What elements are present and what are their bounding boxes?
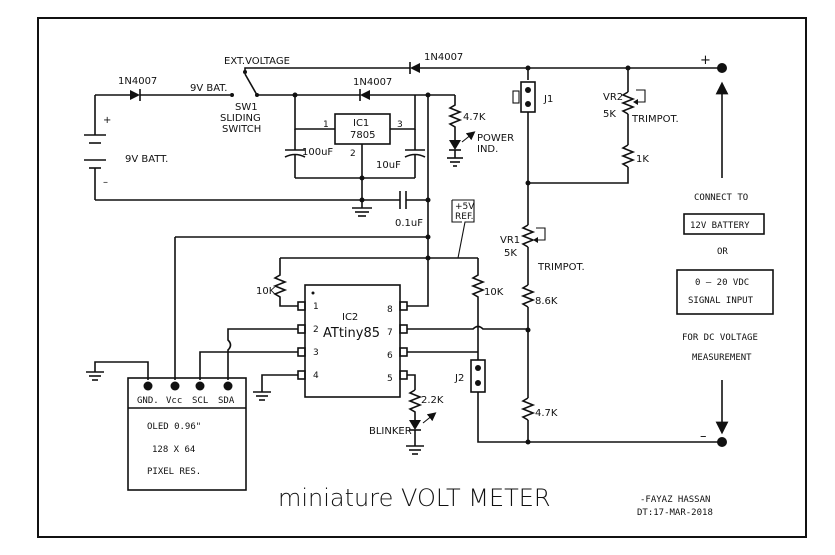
- jumper-j1: J1: [512, 81, 553, 113]
- signal-box: [676, 269, 774, 315]
- diode-1n4007-reg: 1N4007: [353, 77, 392, 101]
- vr1-name: VR1: [500, 235, 520, 246]
- r-blink-label: 2.2K: [421, 395, 444, 406]
- dc-label-2: MEASUREMENT: [692, 353, 752, 363]
- ic2-name: IC2: [342, 312, 358, 323]
- ref-label-2: REF.: [455, 212, 474, 222]
- signal-label-1: 0 – 20 VDC: [695, 278, 749, 288]
- r-led-label: 4.7K: [463, 112, 486, 123]
- diode-reg-label: 1N4007: [353, 77, 392, 88]
- ic2-pin-5: 5: [387, 374, 393, 384]
- terminal-plus: [717, 63, 727, 73]
- battery-box-label: 12V BATTERY: [690, 221, 750, 231]
- sw-type-label-1: SLIDING: [220, 113, 261, 124]
- author-label: -FAYAZ HASSAN: [640, 495, 710, 505]
- diode-ext-label: 1N4007: [424, 52, 463, 63]
- drawing-frame: [37, 17, 807, 538]
- r-10k-left-label: 10K: [256, 286, 276, 297]
- ic2-pin-7: 7: [387, 328, 393, 338]
- oled-pin-scl: SCL: [192, 396, 208, 406]
- oled-line-2: 128 X 64: [152, 445, 195, 455]
- trimpot-vr1: VR1 5K TRIMPOT.: [500, 224, 585, 273]
- ic2-part: ATtiny85: [323, 326, 380, 341]
- cap-in-label: 100uF: [302, 147, 333, 158]
- r-86k-label: 8.6K: [535, 296, 558, 307]
- terminal-minus: [717, 437, 727, 447]
- sw-type-label-2: SWITCH: [222, 124, 261, 135]
- battery-plus-label: +: [103, 115, 111, 126]
- or-label: OR: [717, 247, 728, 257]
- ic2-pin-1: 1: [313, 302, 319, 312]
- ic2-pin-2: 2: [313, 325, 319, 335]
- battery-box: [683, 213, 765, 235]
- resistor-1k: 1K: [620, 144, 649, 168]
- oled-pin-vcc: Vcc: [166, 396, 182, 406]
- r-10k-right-label: 10K: [484, 287, 504, 298]
- date-label: DT:17-MAR-2018: [637, 508, 713, 518]
- ic1-name: IC1: [353, 118, 369, 129]
- diode-bat-label: 1N4007: [118, 76, 157, 87]
- oled-pin-sda: SDA: [218, 396, 235, 406]
- resistor-4-7k: 4.7K: [520, 397, 558, 421]
- ref-5v-flag: +5V REF.: [451, 199, 475, 259]
- ic1-pin2: 2: [350, 149, 356, 159]
- ic2-pin-8: 8: [387, 305, 393, 315]
- oled-module: GND. Vcc SCL SDA OLED 0.96" 128 X 64 PIX…: [127, 377, 247, 491]
- sw-name-label: SW1: [235, 102, 258, 113]
- ic2-pin-6: 6: [387, 351, 393, 361]
- cap-0-1uf: 0.1uF: [395, 191, 423, 229]
- switch-sw1: EXT.VOLTAGE SW1 SLIDING SWITCH: [220, 56, 290, 135]
- sw-ext-label: EXT.VOLTAGE: [224, 56, 290, 67]
- cap-100uf: 100uF: [284, 129, 333, 178]
- ic2-pin-3: 3: [313, 348, 319, 358]
- battery-minus-label: –: [103, 177, 108, 188]
- trimpot-vr2: VR2 5K TRIMPOT.: [603, 89, 679, 125]
- diode-1n4007-battery: 1N4007: [118, 76, 157, 101]
- vr2-name: VR2: [603, 92, 623, 103]
- ic1-pin3: 3: [397, 120, 403, 130]
- ground-ic2: [253, 374, 298, 401]
- dc-label-1: FOR DC VOLTAGE: [682, 333, 758, 343]
- ref-label-1: +5V: [455, 202, 475, 212]
- r-1k-label: 1K: [636, 154, 649, 165]
- sw-bat-label: 9V BAT.: [190, 83, 227, 94]
- vr2-type: TRIMPOT.: [631, 114, 679, 125]
- terminal-plus-label: +: [700, 53, 711, 68]
- resistor-10k-right: 10K: [470, 258, 504, 350]
- vr1-value: 5K: [504, 248, 517, 259]
- vr1-type: TRIMPOT.: [537, 262, 585, 273]
- ic2-pin-4: 4: [313, 371, 319, 381]
- cap-10uf: 10uF: [376, 129, 426, 178]
- vr2-value: 5K: [603, 109, 616, 120]
- battery-label: 9V BATT.: [125, 154, 168, 165]
- terminal-minus-label: –: [700, 429, 707, 444]
- oled-line-3: PIXEL RES.: [147, 467, 201, 477]
- ic1-pin1: 1: [323, 120, 329, 130]
- resistor-8-6k: 8.6K: [520, 284, 558, 308]
- blinker-led-branch: 2.2K BLINKER: [369, 389, 444, 455]
- signal-label-2: SIGNAL INPUT: [688, 296, 754, 306]
- power-led-label-2: IND.: [477, 144, 498, 155]
- jumper-j2: J2: [454, 359, 486, 393]
- ground-symbol-top: [352, 207, 372, 217]
- blinker-label: BLINKER: [369, 426, 412, 437]
- diagram-title: miniature VOLT METER: [278, 484, 551, 512]
- diode-1n4007-ext: 1N4007: [409, 52, 463, 74]
- battery-9v: + – 9V BATT.: [84, 95, 168, 200]
- oled-line-1: OLED 0.96": [147, 422, 201, 432]
- r-47k-label: 4.7K: [535, 408, 558, 419]
- cap-bypass-label: 0.1uF: [395, 218, 423, 229]
- ic1-7805: IC1 7805 1 3 2: [323, 113, 403, 159]
- resistor-10k-left: 10K: [256, 258, 298, 307]
- cap-out-label: 10uF: [376, 160, 401, 171]
- ic2-attiny85: IC2 ATtiny85 1 2 3 4 5 6 7 8: [297, 284, 408, 398]
- oled-pin-gnd: GND.: [137, 396, 159, 406]
- j2-label: J2: [454, 373, 464, 384]
- ic1-part: 7805: [350, 130, 375, 141]
- power-led-label-1: POWER: [477, 133, 514, 144]
- j1-label: J1: [543, 94, 553, 105]
- power-led-branch: 4.7K POWER IND.: [447, 95, 514, 167]
- connect-to-label: CONNECT TO: [694, 193, 748, 203]
